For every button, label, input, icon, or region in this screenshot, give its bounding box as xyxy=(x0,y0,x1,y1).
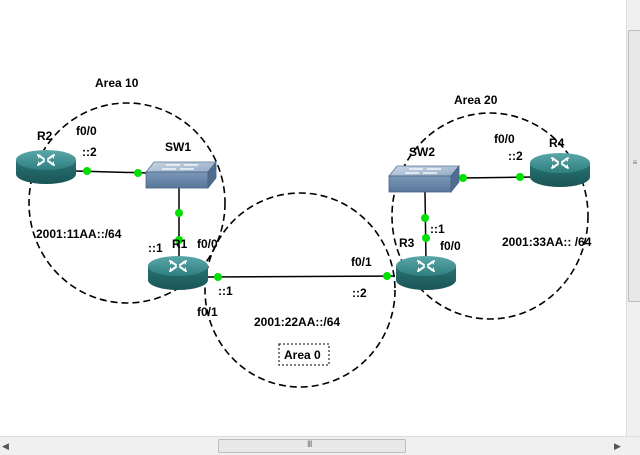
r2-label: R2 xyxy=(37,129,53,143)
port-dot xyxy=(134,169,142,177)
vertical-scroll-thumb[interactable]: ≡ xyxy=(628,30,640,302)
r4-f00-label: f0/0 xyxy=(494,132,515,146)
vertical-scrollbar[interactable]: ≡ xyxy=(626,0,640,436)
sw2-label: SW2 xyxy=(409,145,435,159)
switch-sw2[interactable] xyxy=(388,165,460,193)
r1-label: R1 xyxy=(172,237,188,251)
area20-label: Area 20 xyxy=(454,93,498,107)
r1-addr-link-label: ::1 xyxy=(218,284,233,298)
net22-label: 2001:22AA::/64 xyxy=(254,315,340,329)
link-r3-sw2[interactable] xyxy=(424,191,427,263)
router-r4[interactable] xyxy=(529,152,591,188)
switch-sw1[interactable] xyxy=(145,161,217,189)
net11-label: 2001:11AA::/64 xyxy=(36,227,122,241)
port-dot xyxy=(516,173,524,181)
scroll-left-icon[interactable]: ◀ xyxy=(2,441,9,451)
port-dot xyxy=(459,174,467,182)
r3-addr-sw-label: ::1 xyxy=(430,222,445,236)
r1-addr-sw-label: ::1 xyxy=(148,241,163,255)
net33-label: 2001:33AA:: /64 xyxy=(502,235,592,249)
r4-label: R4 xyxy=(549,136,565,150)
horizontal-scrollbar[interactable]: ◀ III ▶ xyxy=(0,436,640,455)
r3-f00-label: f0/0 xyxy=(440,239,461,253)
port-dot xyxy=(175,236,183,244)
grip-icon: ≡ xyxy=(632,158,638,167)
area10-boundary xyxy=(28,102,226,304)
area0-boundary xyxy=(204,192,396,388)
port-dot xyxy=(422,234,430,242)
area20-boundary xyxy=(391,112,589,320)
horizontal-scroll-thumb[interactable]: III xyxy=(218,439,406,453)
port-dot xyxy=(421,214,429,222)
area0-box xyxy=(278,343,330,366)
area10-label: Area 10 xyxy=(95,76,139,90)
sw1-label: SW1 xyxy=(165,140,191,154)
r3-f01-label: f0/1 xyxy=(351,255,372,269)
r2-f00-label: f0/0 xyxy=(76,124,97,138)
port-dot xyxy=(383,272,391,280)
port-dot xyxy=(214,273,222,281)
r3-label: R3 xyxy=(399,236,415,250)
router-r3[interactable] xyxy=(395,255,457,291)
router-r2[interactable] xyxy=(15,149,77,185)
grip-icon: III xyxy=(307,439,312,449)
link-r1-r3[interactable] xyxy=(207,275,396,278)
topology-canvas: Area 10 Area 20 Area 0 R2 SW1 R1 R3 SW2 … xyxy=(15,76,592,388)
port-dot xyxy=(83,167,91,175)
r1-f01-label: f0/1 xyxy=(197,305,218,319)
scroll-right-icon[interactable]: ▶ xyxy=(614,441,621,451)
port-dot xyxy=(175,209,183,217)
r3-addr-link-label: ::2 xyxy=(352,286,367,300)
r2-addr-label: ::2 xyxy=(82,145,97,159)
router-r1[interactable] xyxy=(147,255,209,291)
r4-addr-label: ::2 xyxy=(508,149,523,163)
r1-f00-label: f0/0 xyxy=(197,237,218,251)
area0-label: Area 0 xyxy=(284,348,321,362)
